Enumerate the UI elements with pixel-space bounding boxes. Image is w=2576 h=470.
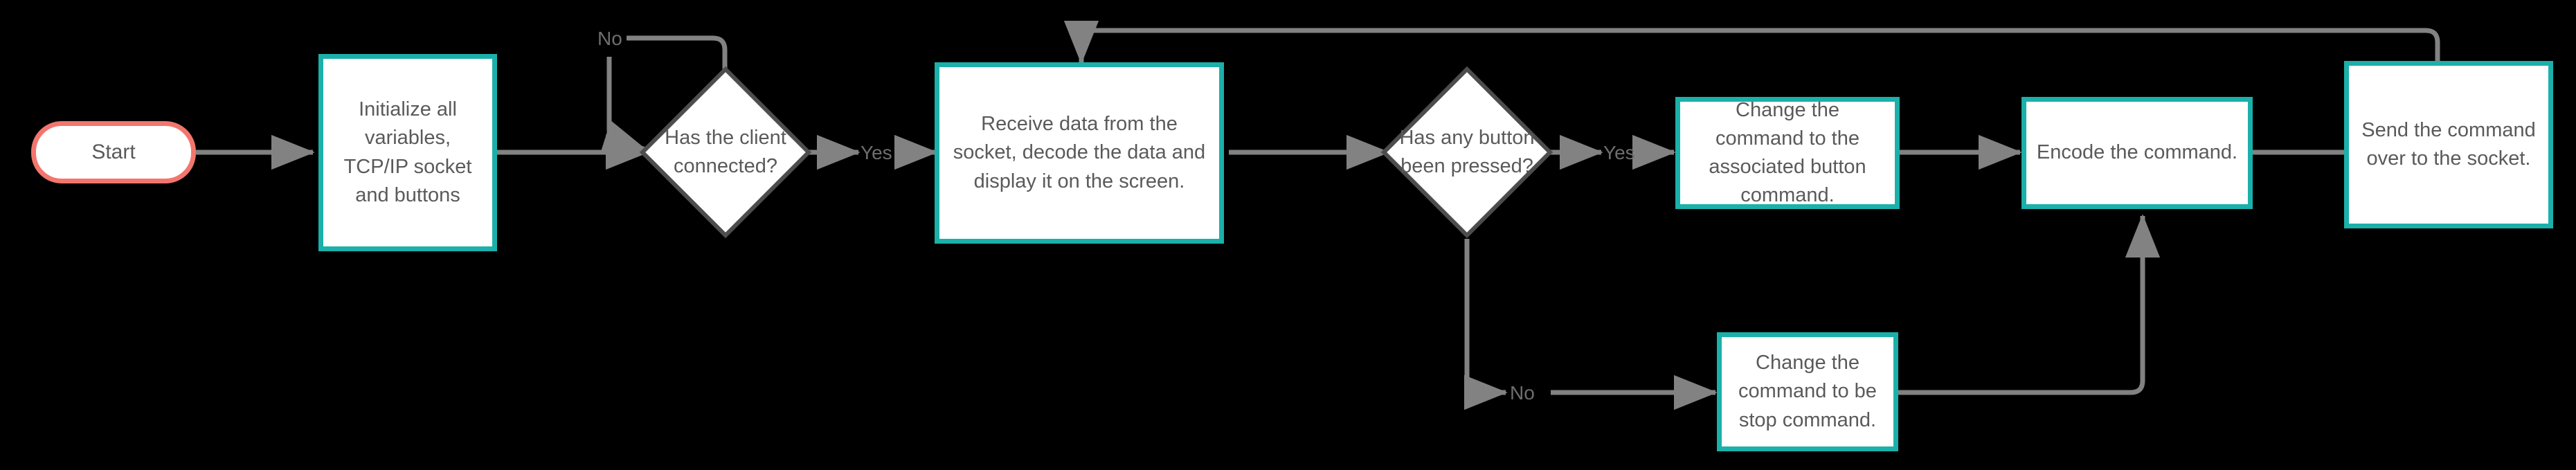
node-stop-command-label: Change the command to be stop command. [1738, 352, 1877, 431]
node-send-label: Send the command over to the socket. [2361, 118, 2536, 170]
edge-label-button-yes: Yes [1603, 142, 1635, 163]
node-init[interactable]: Initialize all variables, TCP/IP socket … [318, 54, 497, 251]
edge-stopcmd-to-encode [1896, 214, 2161, 395]
edge-send-top-feedback [1081, 28, 2440, 61]
node-encode-label: Encode the command. [2036, 141, 2238, 164]
node-send[interactable]: Send the command over to the socket. [2344, 61, 2553, 228]
node-button-decision[interactable]: Has any button been pressed? [1380, 66, 1553, 239]
node-receive-label: Receive data from the socket, decode the… [953, 113, 1206, 192]
edge-client-no-loop-down [600, 57, 647, 154]
node-change-command-label: Change the command to the associated but… [1709, 98, 1866, 207]
button-diamond-shape [1380, 66, 1553, 239]
edge-label-client-no: No [597, 28, 622, 49]
edge-button-to-no [1463, 239, 1508, 410]
node-start-label: Start [91, 140, 136, 163]
edge-client-no-loop-top [627, 35, 728, 71]
client-diamond-shape [639, 66, 812, 239]
node-change-command[interactable]: Change the command to the associated but… [1675, 97, 1900, 209]
node-start[interactable]: Start [31, 121, 196, 183]
node-init-label: Initialize all variables, TCP/IP socket … [343, 98, 472, 206]
edge-label-button-no: No [1510, 382, 1535, 404]
node-stop-command[interactable]: Change the command to be stop command. [1717, 332, 1898, 451]
node-receive[interactable]: Receive data from the socket, decode the… [935, 62, 1224, 244]
node-encode[interactable]: Encode the command. [2021, 97, 2253, 209]
edge-label-client-yes: Yes [861, 142, 892, 163]
node-client-decision[interactable]: Has the client connected? [639, 66, 812, 239]
